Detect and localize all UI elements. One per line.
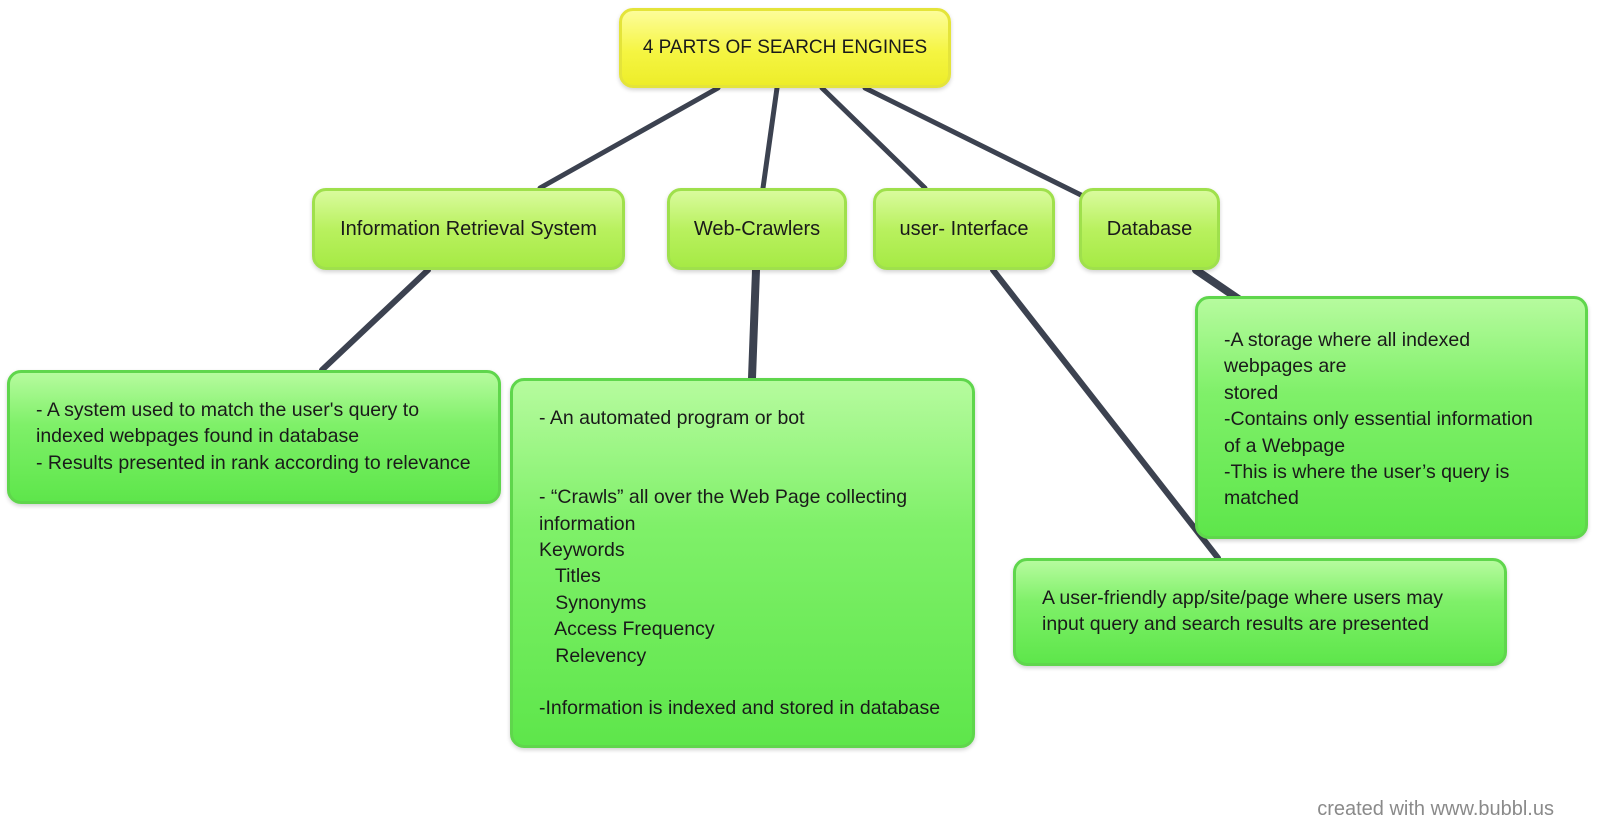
root-node[interactable]: 4 PARTS OF SEARCH ENGINES: [619, 8, 951, 88]
detail-database[interactable]: -A storage where all indexed webpages ar…: [1195, 296, 1588, 539]
connector-crawlers-detail: [748, 266, 760, 382]
node-user-interface[interactable]: user- Interface: [873, 188, 1055, 270]
detail-line: Access Frequency: [539, 618, 715, 641]
node-label: user- Interface: [899, 217, 1029, 240]
detail-line: [539, 669, 946, 695]
connector-root-irs: [537, 85, 721, 191]
detail-line: -Contains only essential information: [1224, 408, 1533, 431]
connector-root-crawlers: [760, 85, 780, 191]
detail-line: -This is where the user’s query is: [1224, 461, 1510, 484]
detail-line: of a Webpage: [1224, 434, 1346, 457]
connector-db-detail: [1192, 266, 1244, 304]
detail-line: Titles: [539, 565, 601, 588]
detail-line: A user-friendly app/site/page where user…: [1042, 587, 1444, 609]
detail-information-retrieval-system[interactable]: - A system used to match the user's quer…: [7, 370, 501, 504]
root-label: 4 PARTS OF SEARCH ENGINES: [642, 37, 928, 58]
watermark: created with www.bubbl.us: [1317, 798, 1554, 820]
detail-line: [539, 431, 946, 457]
detail-user-interface[interactable]: A user-friendly app/site/page where user…: [1013, 558, 1507, 666]
detail-line: matched: [1224, 487, 1299, 510]
node-label: Information Retrieval System: [340, 217, 597, 240]
detail-line: - “Crawls” all over the Web Page collect…: [539, 486, 908, 509]
detail-line: Relevency: [539, 644, 647, 667]
detail-line: - A system used to match the user's quer…: [36, 399, 420, 421]
node-web-crawlers[interactable]: Web-Crawlers: [667, 188, 847, 270]
node-label: Web-Crawlers: [693, 217, 821, 240]
detail-line: information: [539, 512, 636, 535]
node-label: Database: [1106, 217, 1193, 240]
detail-web-crawlers[interactable]: - An automated program or bot - “Crawls”…: [510, 378, 975, 748]
node-database[interactable]: Database: [1079, 188, 1220, 270]
detail-line: webpages are: [1224, 355, 1347, 378]
connector-ui-detail: [990, 267, 1221, 561]
connector-root-db: [862, 85, 1086, 199]
detail-line: Synonyms: [539, 591, 647, 614]
detail-line: Keywords: [539, 539, 625, 561]
detail-line: - Results presented in rank according to…: [36, 451, 471, 474]
detail-line: stored: [1224, 381, 1279, 404]
detail-line: [539, 458, 946, 484]
detail-line: input query and search results are prese…: [1042, 613, 1429, 636]
node-information-retrieval-system[interactable]: Information Retrieval System: [312, 188, 625, 270]
connector-root-ui: [819, 85, 928, 191]
detail-line: indexed webpages found in database: [36, 425, 360, 448]
detail-line: -Information is indexed and stored in da…: [539, 697, 941, 720]
detail-line: -A storage where all indexed: [1224, 329, 1471, 351]
detail-line: - An automated program or bot: [539, 407, 805, 429]
connector-irs-detail: [319, 267, 431, 373]
